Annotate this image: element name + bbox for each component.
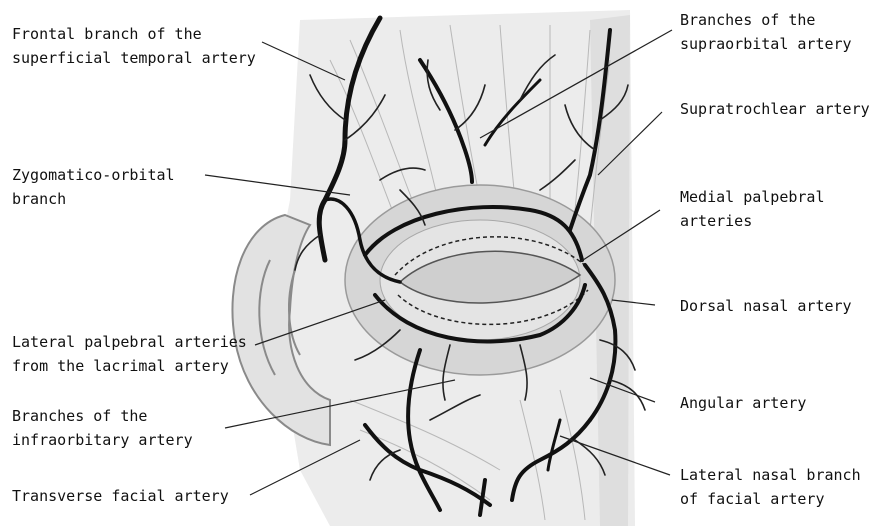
label-supraorbital-line1: Branches of the: [680, 8, 852, 32]
label-lateral-nasal: Lateral nasal branch of facial artery: [680, 463, 861, 511]
label-medial-palpebral-line2: arteries: [680, 209, 825, 233]
label-angular: Angular artery: [680, 391, 806, 415]
label-frontal-branch-line1: Frontal branch of the: [12, 22, 256, 46]
label-zygomatico-orbital-line1: Zygomatico-orbital: [12, 163, 175, 187]
label-transverse-facial-line1: Transverse facial artery: [12, 484, 229, 508]
label-supratrochlear: Supratrochlear artery: [680, 97, 870, 121]
label-infraorbitary-line2: infraorbitary artery: [12, 428, 193, 452]
label-angular-line1: Angular artery: [680, 391, 806, 415]
label-supraorbital-line2: supraorbital artery: [680, 32, 852, 56]
label-lateral-palpebral-line1: Lateral palpebral arteries: [12, 330, 247, 354]
label-frontal-branch: Frontal branch of the superficial tempor…: [12, 22, 256, 70]
label-infraorbitary-line1: Branches of the: [12, 404, 193, 428]
label-lateral-nasal-line2: of facial artery: [680, 487, 861, 511]
label-lateral-palpebral-line2: from the lacrimal artery: [12, 354, 247, 378]
label-zygomatico-orbital-line2: branch: [12, 187, 175, 211]
label-medial-palpebral: Medial palpebral arteries: [680, 185, 825, 233]
label-lateral-nasal-line1: Lateral nasal branch: [680, 463, 861, 487]
label-supraorbital: Branches of the supraorbital artery: [680, 8, 852, 56]
label-medial-palpebral-line1: Medial palpebral: [680, 185, 825, 209]
label-transverse-facial: Transverse facial artery: [12, 484, 229, 508]
label-lateral-palpebral: Lateral palpebral arteries from the lacr…: [12, 330, 247, 378]
label-frontal-branch-line2: superficial temporal artery: [12, 46, 256, 70]
label-dorsal-nasal: Dorsal nasal artery: [680, 294, 852, 318]
label-supratrochlear-line1: Supratrochlear artery: [680, 97, 870, 121]
label-infraorbitary: Branches of the infraorbitary artery: [12, 404, 193, 452]
label-zygomatico-orbital: Zygomatico-orbital branch: [12, 163, 175, 211]
label-dorsal-nasal-line1: Dorsal nasal artery: [680, 294, 852, 318]
